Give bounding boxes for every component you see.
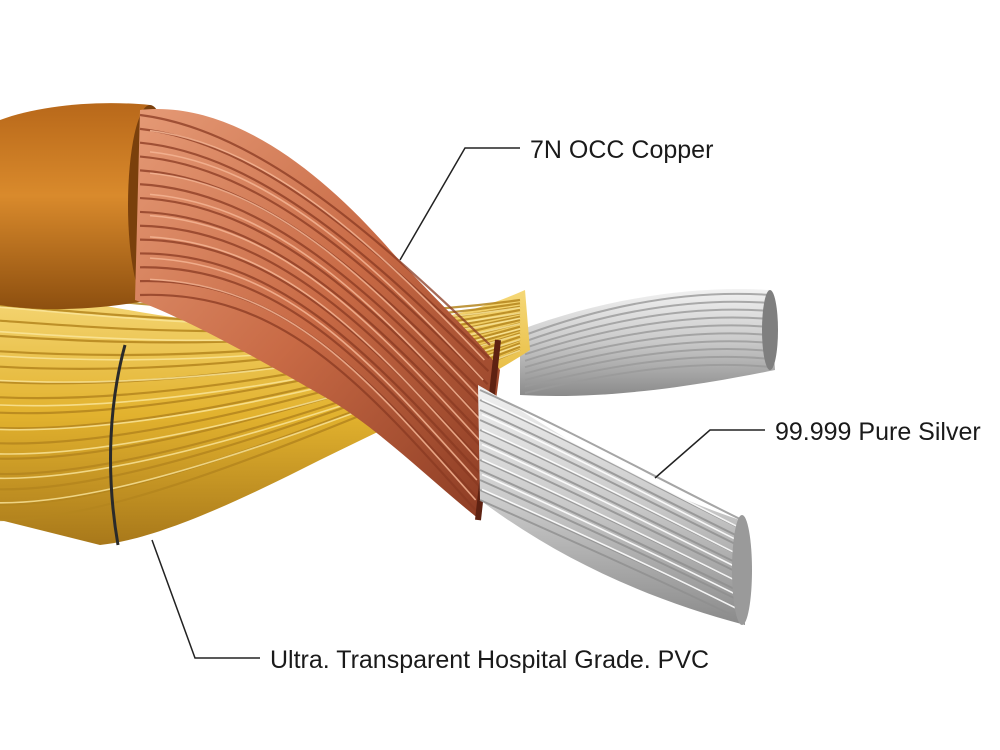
- wire-strand: [139, 266, 483, 490]
- wire-strand: [524, 324, 771, 362]
- wire-strand: [479, 419, 743, 549]
- wire-strand: [479, 479, 743, 603]
- wire-strand: [481, 443, 743, 571]
- wire-strand: [524, 308, 771, 349]
- silver-strand-end: [762, 290, 778, 370]
- silver-strand-back: [520, 289, 778, 396]
- wire-strand: [139, 183, 487, 412]
- wire-strand: [481, 473, 743, 599]
- wire-strand: [524, 348, 771, 382]
- wire-strand: [479, 469, 743, 594]
- wire-strand: [479, 409, 743, 540]
- wire-strand: [524, 316, 771, 356]
- wire-strand: [149, 172, 483, 401]
- wire-strand: [149, 236, 479, 461]
- wire-strand: [524, 363, 771, 394]
- pvc-leader-line: [151, 539, 260, 659]
- wire-strand: [139, 293, 481, 516]
- silver-strand-front-end: [732, 515, 752, 625]
- wire-strand: [479, 389, 743, 521]
- wire-strand: [139, 210, 486, 438]
- wire-strand: [149, 129, 485, 361]
- wire-strand: [479, 499, 743, 621]
- wire-strand: [139, 224, 485, 451]
- wire-strand: [481, 428, 743, 558]
- silver-leader-line: [654, 429, 765, 479]
- wire-strand: [481, 458, 743, 585]
- pvc-label: Ultra. Transparent Hospital Grade. PVC: [270, 646, 709, 674]
- wire-strand: [479, 449, 743, 576]
- wire-strand: [139, 252, 484, 477]
- wire-strand: [524, 292, 771, 336]
- copper-leader-line: [399, 147, 520, 261]
- silver-label: 99.999 Pure Silver: [775, 418, 981, 446]
- wire-strand: [149, 151, 484, 381]
- wire-strand: [524, 355, 771, 388]
- wire-strand: [149, 214, 480, 441]
- wire-strand: [479, 439, 743, 567]
- wire-strand: [481, 398, 743, 530]
- wire-strand: [139, 113, 491, 346]
- pvc-sleeve-edge: [109, 344, 127, 546]
- wire-strand: [149, 193, 482, 421]
- wire-strand: [524, 332, 771, 369]
- wire-strand: [139, 141, 490, 372]
- wire-strand: [481, 488, 743, 612]
- silver-strand-front: [478, 385, 752, 625]
- wire-strand: [149, 257, 478, 481]
- wire-strand: [139, 155, 489, 386]
- wire-strand: [524, 300, 771, 343]
- wire-strand: [481, 413, 743, 544]
- wire-strand: [149, 278, 477, 501]
- copper-label: 7N OCC Copper: [530, 136, 713, 164]
- wire-strand: [524, 340, 771, 375]
